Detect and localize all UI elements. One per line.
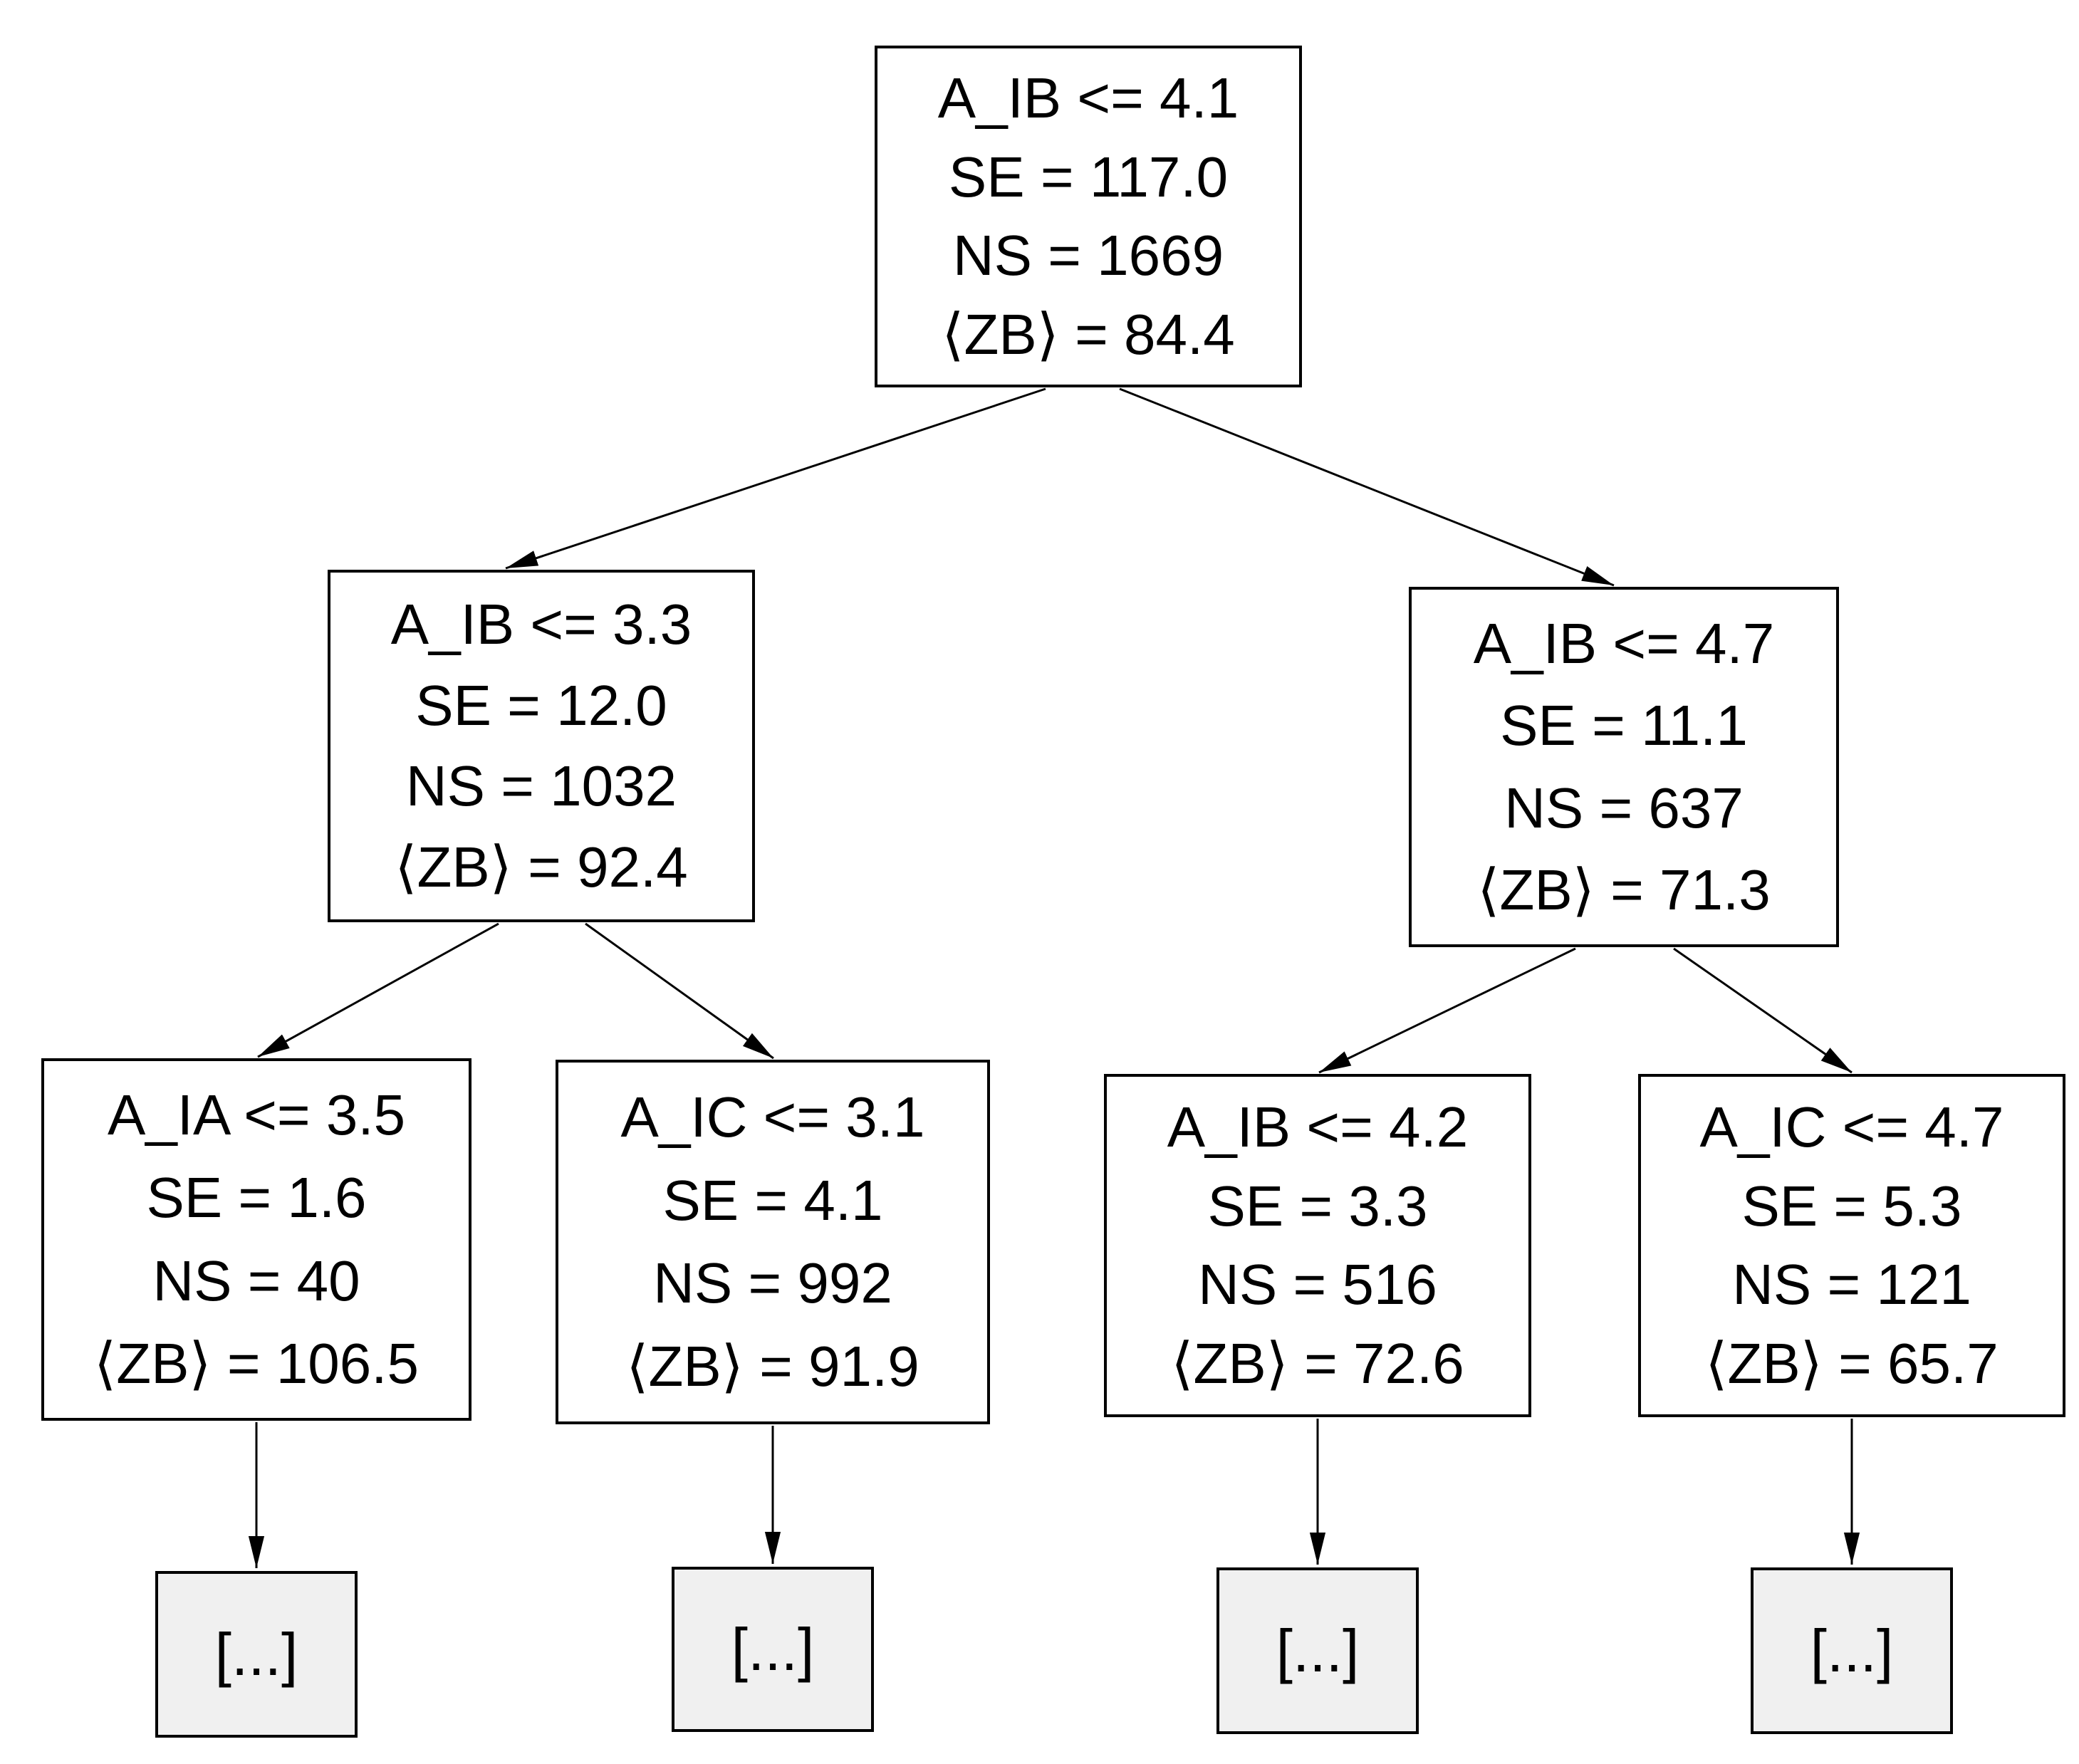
edge-left-to-leftright [585, 922, 774, 1060]
node-se-value: SE = 12.0 [415, 673, 667, 737]
node-zb-value: ⟨ZB⟩ = 91.9 [626, 1335, 919, 1399]
leaf-node-collapsed: [...] [1751, 1567, 1953, 1734]
node-zb-value: ⟨ZB⟩ = 92.4 [395, 835, 688, 899]
node-se-value: SE = 5.3 [1741, 1174, 1962, 1238]
edge-left-to-leftleft [257, 922, 499, 1058]
node-ns-value: NS = 1669 [952, 224, 1224, 288]
tree-node-right: A_IB <= 4.7 SE = 11.1 NS = 637 ⟨ZB⟩ = 71… [1409, 587, 1839, 947]
node-split-condition: A_IB <= 3.3 [390, 593, 692, 657]
node-split-condition: A_IA <= 3.5 [107, 1083, 406, 1147]
tree-node-left: A_IB <= 3.3 SE = 12.0 NS = 1032 ⟨ZB⟩ = 9… [328, 570, 755, 922]
tree-node-root: A_IB <= 4.1 SE = 117.0 NS = 1669 ⟨ZB⟩ = … [875, 46, 1302, 387]
node-zb-value: ⟨ZB⟩ = 106.5 [93, 1331, 419, 1395]
leaf-node-collapsed: [...] [672, 1567, 874, 1732]
node-se-value: SE = 117.0 [948, 145, 1229, 209]
node-ns-value: NS = 637 [1504, 776, 1744, 840]
leaf-node-collapsed: [...] [155, 1571, 358, 1738]
node-se-value: SE = 3.3 [1207, 1174, 1428, 1238]
edge-root-to-left [505, 387, 1046, 570]
edge-root-to-right [1119, 387, 1615, 587]
node-zb-value: ⟨ZB⟩ = 65.7 [1705, 1332, 1999, 1396]
node-ns-value: NS = 40 [152, 1248, 360, 1312]
node-split-condition: A_IB <= 4.1 [937, 66, 1239, 130]
node-zb-value: ⟨ZB⟩ = 71.3 [1477, 858, 1771, 922]
node-se-value: SE = 1.6 [146, 1166, 367, 1230]
leaf-ellipsis-label: [...] [1276, 1617, 1360, 1684]
node-ns-value: NS = 992 [653, 1251, 892, 1315]
edge-right-to-rightright [1673, 947, 1853, 1074]
node-ns-value: NS = 516 [1198, 1253, 1437, 1317]
leaf-ellipsis-label: [...] [731, 1616, 815, 1683]
leaf-ellipsis-label: [...] [214, 1621, 298, 1688]
node-split-condition: A_IB <= 4.7 [1473, 611, 1775, 675]
leaf-node-collapsed: [...] [1216, 1567, 1419, 1734]
node-split-condition: A_IB <= 4.2 [1167, 1095, 1469, 1159]
node-zb-value: ⟨ZB⟩ = 72.6 [1171, 1332, 1464, 1396]
tree-node-left-left: A_IA <= 3.5 SE = 1.6 NS = 40 ⟨ZB⟩ = 106.… [41, 1058, 471, 1421]
node-zb-value: ⟨ZB⟩ = 84.4 [942, 302, 1235, 366]
tree-node-left-right: A_IC <= 3.1 SE = 4.1 NS = 992 ⟨ZB⟩ = 91.… [556, 1060, 990, 1424]
node-split-condition: A_IC <= 3.1 [620, 1085, 925, 1149]
tree-node-right-right: A_IC <= 4.7 SE = 5.3 NS = 121 ⟨ZB⟩ = 65.… [1638, 1074, 2065, 1417]
leaf-ellipsis-label: [...] [1810, 1617, 1894, 1684]
node-ns-value: NS = 121 [1732, 1253, 1971, 1317]
tree-node-right-left: A_IB <= 4.2 SE = 3.3 NS = 516 ⟨ZB⟩ = 72.… [1104, 1074, 1531, 1417]
node-se-value: SE = 11.1 [1500, 694, 1748, 758]
edge-right-to-rightleft [1318, 947, 1576, 1074]
node-ns-value: NS = 1032 [405, 754, 677, 818]
node-se-value: SE = 4.1 [662, 1168, 883, 1232]
node-split-condition: A_IC <= 4.7 [1699, 1095, 2004, 1159]
